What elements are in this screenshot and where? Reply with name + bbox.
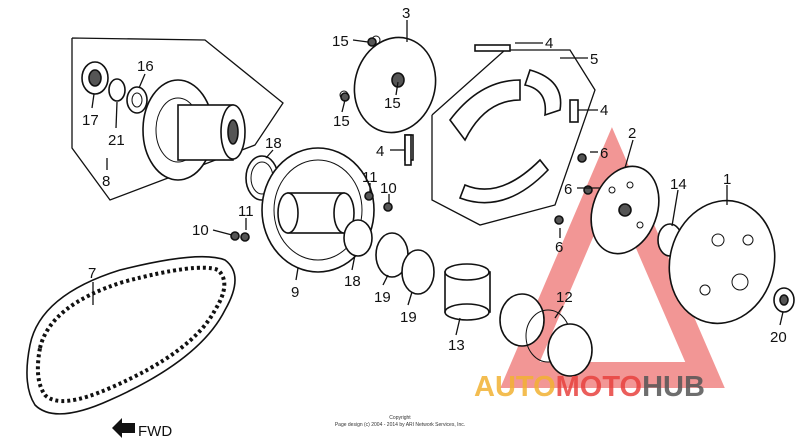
watermark-part-auto: AUTO [474, 371, 556, 403]
label-10-right: 10 [380, 180, 397, 197]
label-13: 13 [448, 337, 465, 354]
copyright-line: Page design (c) 2004 - 2014 by ARI Netwo… [335, 422, 465, 428]
leader-lines [91, 20, 784, 336]
fwd-arrow: FWD [112, 418, 172, 440]
part-number-labels: 3 15 15 15 4 5 4 4 16 17 21 8 18 11 10 2… [82, 5, 787, 354]
label-19-b: 19 [400, 309, 417, 326]
part-3-clutch-plate [339, 35, 437, 134]
label-4-top: 4 [545, 35, 553, 52]
part-5-clutch-shoes [404, 44, 596, 226]
watermark-logo [500, 127, 725, 388]
label-11-left: 11 [238, 203, 254, 220]
part-13-collar [444, 263, 491, 321]
part-7-drive-belt [26, 255, 236, 415]
label-11-right: 11 [362, 169, 378, 186]
copyright-notice: Copyright Page design (c) 2004 - 2014 by… [335, 415, 465, 428]
label-6-top: 6 [600, 145, 608, 162]
part-18-oring-lower [343, 219, 373, 257]
part-20-nut [773, 287, 795, 313]
label-1: 1 [723, 171, 731, 188]
fwd-label: FWD [138, 423, 172, 440]
label-2: 2 [628, 125, 636, 142]
label-4-left: 4 [376, 143, 384, 160]
copyright-title: Copyright [389, 415, 411, 421]
part-1-clutch-outer [668, 199, 776, 325]
label-6-middle: 6 [564, 181, 572, 198]
label-15-top: 15 [332, 33, 349, 50]
label-9: 9 [291, 284, 299, 301]
label-3: 3 [402, 5, 410, 22]
label-16: 16 [137, 58, 154, 75]
watermark-part-moto: MOTO [556, 371, 642, 403]
label-6-bottom: 6 [555, 239, 563, 256]
label-14: 14 [670, 176, 687, 193]
label-4-right: 4 [600, 102, 608, 119]
watermark-wordmark: AUTOMOTOHUB [474, 371, 705, 403]
label-15-left: 15 [333, 113, 350, 130]
label-5: 5 [590, 51, 598, 68]
part-8-drive-face-shaft [71, 37, 284, 201]
label-18-lower: 18 [344, 273, 361, 290]
label-19-a: 19 [374, 289, 391, 306]
watermark-part-hub: HUB [642, 371, 705, 403]
label-12: 12 [556, 289, 573, 306]
label-21: 21 [108, 132, 125, 149]
part-2-drive-plate [590, 165, 660, 255]
label-17: 17 [82, 112, 99, 129]
label-7: 7 [88, 265, 96, 282]
part-19-seal-b [401, 249, 435, 295]
label-10-left: 10 [192, 222, 209, 239]
label-8: 8 [102, 173, 110, 190]
label-15-center: 15 [384, 95, 401, 112]
label-20: 20 [770, 329, 787, 346]
part-12-springs [499, 293, 593, 377]
svg-text:AUTOMOTOHUB: AUTOMOTOHUB [474, 371, 705, 403]
label-18-upper: 18 [265, 135, 282, 152]
